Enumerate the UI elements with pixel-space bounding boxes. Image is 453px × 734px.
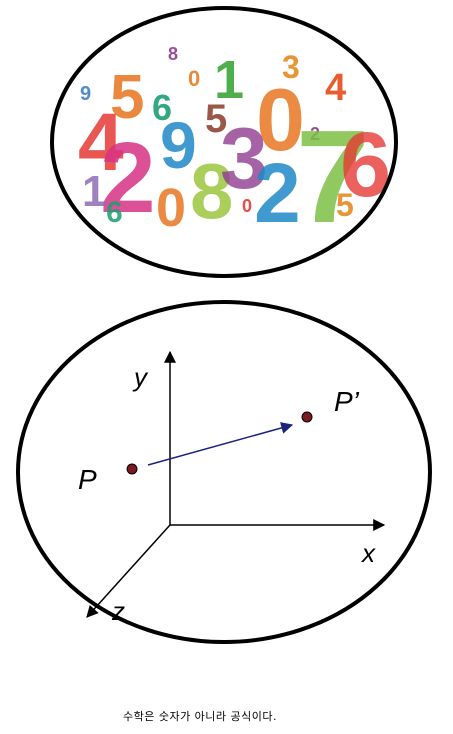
digit: 4 [78, 97, 124, 188]
z-axis-label: z [111, 596, 125, 626]
digit: 6 [152, 87, 172, 128]
digit: 5 [205, 97, 227, 141]
point-p [126, 463, 138, 475]
digit: 5 [336, 187, 354, 223]
point-p-prime [301, 411, 313, 423]
digit: 2 [254, 146, 301, 240]
digit: 0 [256, 70, 305, 169]
digit: 0 [188, 66, 200, 91]
caption: 수학은 숫자가 아니라 공식이다. [122, 710, 278, 723]
z-axis [86, 524, 171, 618]
numbers-illustration: 8 0 1 3 9 5 4 6 5 0 4 2 9 8 3 2 7 6 1 6 … [50, 6, 398, 278]
digit: 6 [106, 196, 123, 229]
translation-vector-arrow [147, 422, 294, 466]
digit: 9 [52, 202, 64, 227]
digit: 9 [160, 108, 197, 182]
digit: 8 [168, 44, 178, 64]
digit: 1 [214, 50, 244, 110]
digit: 4 [325, 67, 346, 109]
oval-border [50, 6, 398, 278]
x-axis-label: x [360, 538, 376, 568]
point-p-prime-label: P’ [334, 386, 360, 417]
digit: 8 [190, 147, 233, 235]
digit: 3 [282, 49, 300, 85]
coordinate-axes-diagram: y x z P P’ [16, 300, 432, 644]
digit: 2 [310, 124, 320, 144]
digit: 0 [156, 178, 186, 238]
digit: 5 [110, 63, 144, 132]
digit: 3 [220, 111, 268, 207]
digit: 1 [82, 167, 106, 216]
digit: 2 [100, 122, 156, 234]
digit: 9 [80, 83, 91, 105]
y-axis-label: y [132, 362, 149, 392]
point-p-label: P [78, 464, 97, 495]
digit: 0 [242, 196, 252, 216]
oval-border [16, 300, 432, 644]
